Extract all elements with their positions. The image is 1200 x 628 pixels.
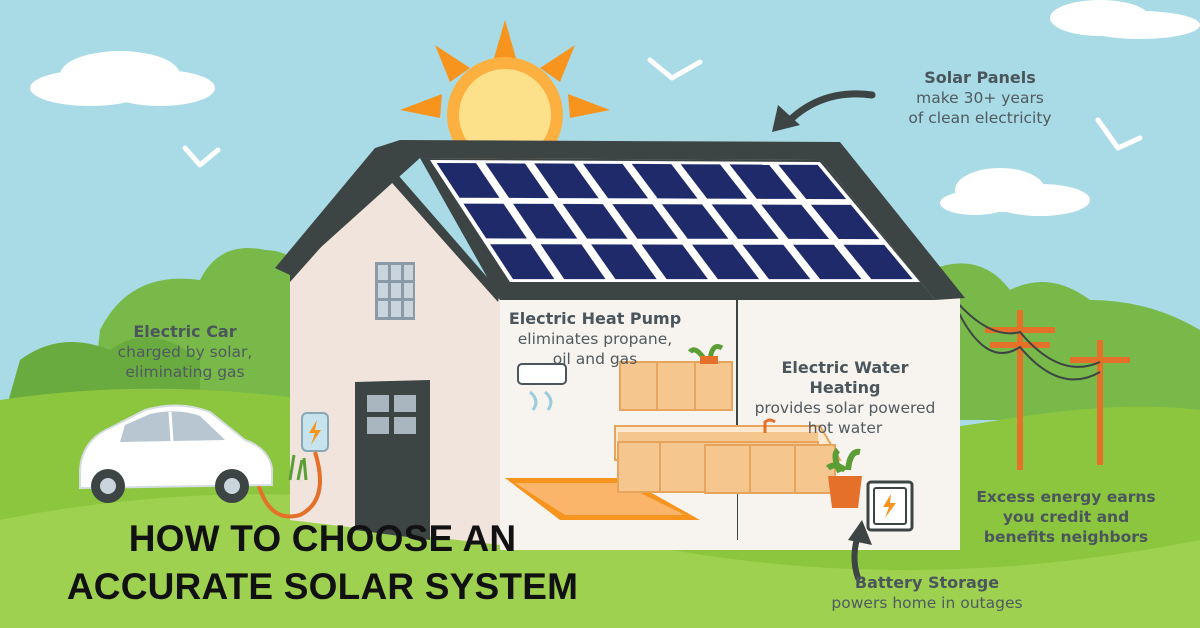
solar-panel-cell — [631, 163, 698, 199]
headline: HOW TO CHOOSE AN ACCURATE SOLAR SYSTEM — [0, 515, 645, 611]
solar-panel-cell — [612, 204, 678, 239]
solar-panel-cell — [843, 244, 913, 280]
solar-panel-cell — [583, 163, 649, 199]
callout-excess-energy: Excess energy earns you credit and benef… — [968, 487, 1164, 547]
upper-cabinets — [619, 361, 733, 411]
window — [375, 262, 415, 320]
bird-icon — [182, 57, 1143, 168]
garage-door — [355, 380, 430, 540]
solar-panel-cell — [534, 163, 599, 199]
lightning-bolt-icon — [309, 420, 321, 445]
cloud-left — [30, 51, 215, 106]
solar-panel-cell — [513, 203, 578, 239]
solar-panel-cell — [540, 244, 606, 280]
callout-text: powers home in outages — [831, 594, 1023, 612]
solar-panel-cell — [692, 244, 760, 280]
house-side-wall — [290, 170, 500, 545]
solar-panel-cell — [778, 164, 847, 200]
charging-cable — [253, 451, 322, 519]
callout-title: Electric Water Heating — [781, 358, 909, 397]
callout-title: Solar Panels — [924, 68, 1036, 87]
solar-panel-cell — [661, 204, 729, 239]
callout-solar-panels: Solar Panels make 30+ years of clean ele… — [880, 68, 1080, 128]
solar-panel-cell — [562, 203, 628, 239]
solar-panel-cell — [729, 164, 797, 199]
callout-title: Electric Heat Pump — [508, 309, 682, 328]
callout-text: eliminating gas — [125, 363, 245, 381]
solar-panel-cell — [591, 244, 657, 280]
callout-title: Electric Car — [133, 322, 237, 341]
callout-text: eliminates propane, — [517, 330, 673, 348]
cloud-right — [940, 168, 1090, 216]
solar-panel-cell — [436, 163, 500, 198]
callout-water-heating: Electric Water Heating provides solar po… — [745, 358, 945, 438]
heat-pump-unit — [517, 363, 567, 411]
electric-car — [79, 404, 273, 503]
lightning-bolt-icon — [883, 494, 896, 518]
callout-text: you credit and — [1002, 508, 1130, 526]
callout-text: provides solar powered — [754, 399, 936, 417]
solar-panel-array — [430, 160, 920, 282]
callout-electric-car: Electric Car charged by solar, eliminati… — [95, 322, 275, 382]
headline-line-2: ACCURATE SOLAR SYSTEM — [66, 566, 579, 607]
kitchen-counter — [614, 418, 842, 494]
solar-panel-cell — [711, 204, 779, 239]
solar-panel-cell — [641, 244, 708, 280]
tree-cluster-right — [930, 263, 1200, 420]
callout-text: hot water — [807, 419, 883, 437]
callout-text: benefits neighbors — [983, 528, 1149, 546]
callout-text: charged by solar, — [117, 343, 253, 361]
plant-icon — [687, 344, 724, 364]
solar-panel-cell — [680, 164, 748, 199]
callout-text: of clean electricity — [908, 109, 1052, 127]
solar-panel-cell — [742, 244, 811, 280]
callout-text: oil and gas — [552, 350, 638, 368]
solar-panel-cell — [761, 204, 830, 239]
cloud-top-right — [1050, 0, 1200, 39]
callout-title: Battery Storage — [854, 573, 1000, 592]
solar-panel-cell — [793, 244, 862, 280]
callout-text: make 30+ years — [916, 89, 1044, 107]
callout-heat-pump: Electric Heat Pump eliminates propane, o… — [505, 309, 685, 369]
solar-panel-cell — [810, 204, 880, 240]
power-lines — [985, 310, 1130, 470]
headline-line-1: HOW TO CHOOSE AN — [128, 518, 517, 559]
potted-plant — [826, 447, 862, 508]
callout-text: Excess energy earns — [976, 488, 1156, 506]
solar-panel-cell — [463, 203, 527, 239]
callout-battery-storage: Battery Storage powers home in outages — [822, 573, 1032, 613]
ev-charger — [301, 412, 329, 452]
solar-panel-cell — [485, 163, 549, 199]
battery-storage — [866, 480, 914, 532]
solar-panel-cell — [490, 244, 555, 280]
